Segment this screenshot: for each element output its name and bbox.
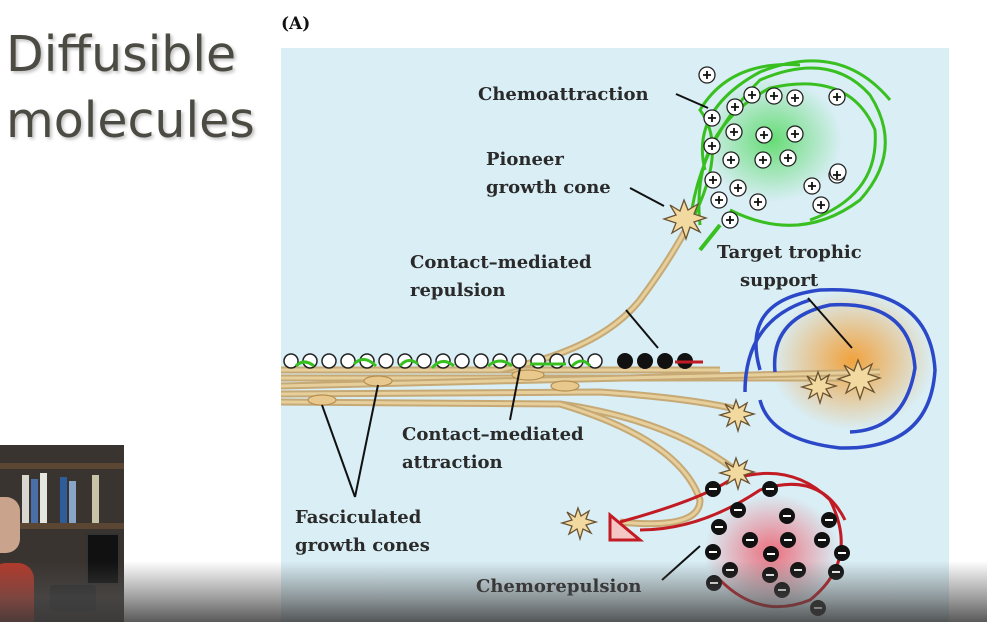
label-chemoattraction: Chemoattraction — [478, 84, 649, 105]
contact-attraction-filopodia — [294, 358, 592, 370]
label-fasciculated-line-1: Fasciculated — [295, 507, 422, 528]
label-pioneer-line-2: growth cone — [486, 177, 611, 198]
presenter-webcam — [0, 445, 124, 622]
bookshelf — [0, 523, 124, 529]
panel-label: (A) — [281, 14, 311, 34]
monitor — [86, 533, 120, 585]
label-target-line-1: Target trophic — [717, 242, 862, 263]
target-axon-loops — [743, 287, 937, 450]
desk-phone — [50, 585, 96, 611]
slide-title: Diffusible molecules — [6, 22, 276, 154]
growth-cone-stars — [559, 198, 883, 542]
label-contact-repulsion-line-2: repulsion — [410, 280, 506, 301]
label-contact-attraction-line-2: attraction — [402, 452, 503, 473]
book — [69, 481, 76, 523]
book — [31, 479, 38, 523]
surface-plus-markers — [283, 353, 603, 369]
slide-title-line-2: molecules — [6, 92, 255, 149]
label-chemorepulsion: Chemorepulsion — [476, 576, 641, 597]
label-target-line-2: support — [740, 270, 819, 291]
book — [40, 473, 47, 523]
fasciculated-growth-cones — [307, 369, 580, 406]
label-contact-repulsion-line-1: Contact–mediated — [410, 252, 592, 273]
label-fasciculated-line-2: growth cones — [295, 535, 430, 556]
book — [60, 477, 67, 523]
book — [22, 475, 29, 523]
presenter-face — [0, 497, 20, 553]
slide-title-line-1: Diffusible — [6, 26, 237, 83]
book — [92, 475, 99, 523]
label-contact-attraction-line-1: Contact–mediated — [402, 424, 584, 445]
chemoattractant-plus-signs — [703, 71, 841, 224]
label-pioneer-line-1: Pioneer — [486, 149, 564, 170]
presenter-shirt — [0, 563, 34, 622]
bookshelf — [0, 463, 124, 469]
